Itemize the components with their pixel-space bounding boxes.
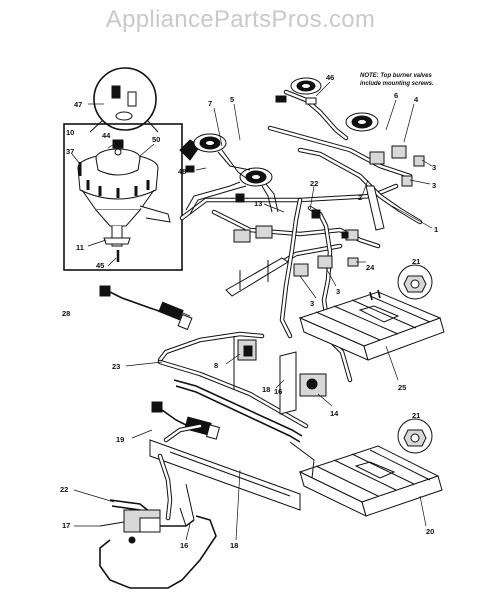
watermark: AppliancePartsPros.com <box>105 6 376 33</box>
top-burners <box>193 77 379 187</box>
callout-3d: 3 <box>336 287 340 296</box>
spark-module <box>237 339 257 361</box>
callout-22a: 22 <box>310 179 318 188</box>
oven-burner-bottom <box>298 445 443 517</box>
callout-3c: 3 <box>310 299 314 308</box>
callout-16b: 16 <box>180 541 188 550</box>
callout-46: 46 <box>326 73 334 82</box>
lower-manifold <box>99 423 315 589</box>
callout-4: 4 <box>414 95 419 104</box>
burner-detail-inset <box>63 123 201 271</box>
callout-24: 24 <box>366 263 375 272</box>
oven-burner-top <box>298 289 445 361</box>
callout-23: 23 <box>112 362 120 371</box>
callout-25: 25 <box>398 383 406 392</box>
callout-28: 28 <box>62 309 70 318</box>
fittings <box>185 95 349 239</box>
callout-14: 14 <box>330 409 339 418</box>
callout-6: 6 <box>394 91 398 100</box>
callout-17: 17 <box>62 521 70 530</box>
callout-2: 2 <box>358 193 362 202</box>
callout-21a: 21 <box>412 257 420 266</box>
callout-10: 10 <box>66 128 74 137</box>
callout-3a: 3 <box>432 163 436 172</box>
callout-11: 11 <box>76 243 84 252</box>
igniter-bottom <box>151 401 220 440</box>
callout-7: 7 <box>208 99 212 108</box>
part-callouts: 47 10 44 50 37 11 45 7 5 48 46 6 4 3 3 2… <box>60 73 438 550</box>
callout-44: 44 <box>102 131 111 140</box>
orifice-detail-circle <box>89 67 159 133</box>
callout-1: 1 <box>434 225 438 234</box>
callout-8: 8 <box>214 361 218 370</box>
note-line-2: include mounting screws. <box>360 81 434 87</box>
callout-3b: 3 <box>432 181 436 190</box>
hex-nuts <box>397 264 433 454</box>
callout-47: 47 <box>74 100 82 109</box>
oven-gas-tubes <box>157 331 309 443</box>
callout-18b: 18 <box>230 541 238 550</box>
callout-50: 50 <box>152 135 160 144</box>
leader-lines <box>71 81 433 541</box>
callout-5: 5 <box>230 95 234 104</box>
callout-20: 20 <box>426 527 434 536</box>
callout-13: 13 <box>254 199 262 208</box>
callout-19: 19 <box>116 435 124 444</box>
callout-21b: 21 <box>412 411 420 420</box>
callout-37: 37 <box>66 147 74 156</box>
burner-valves <box>233 145 425 277</box>
note-line-1: NOTE: Top burner valves <box>360 73 432 79</box>
callout-45: 45 <box>96 261 104 270</box>
regulator-bracket <box>279 351 327 415</box>
callout-48: 48 <box>178 167 186 176</box>
support-rails <box>225 185 385 297</box>
callout-16a: 16 <box>274 387 282 396</box>
callout-22b: 22 <box>60 485 68 494</box>
callout-18a: 18 <box>262 385 270 394</box>
igniter-top <box>99 285 193 331</box>
